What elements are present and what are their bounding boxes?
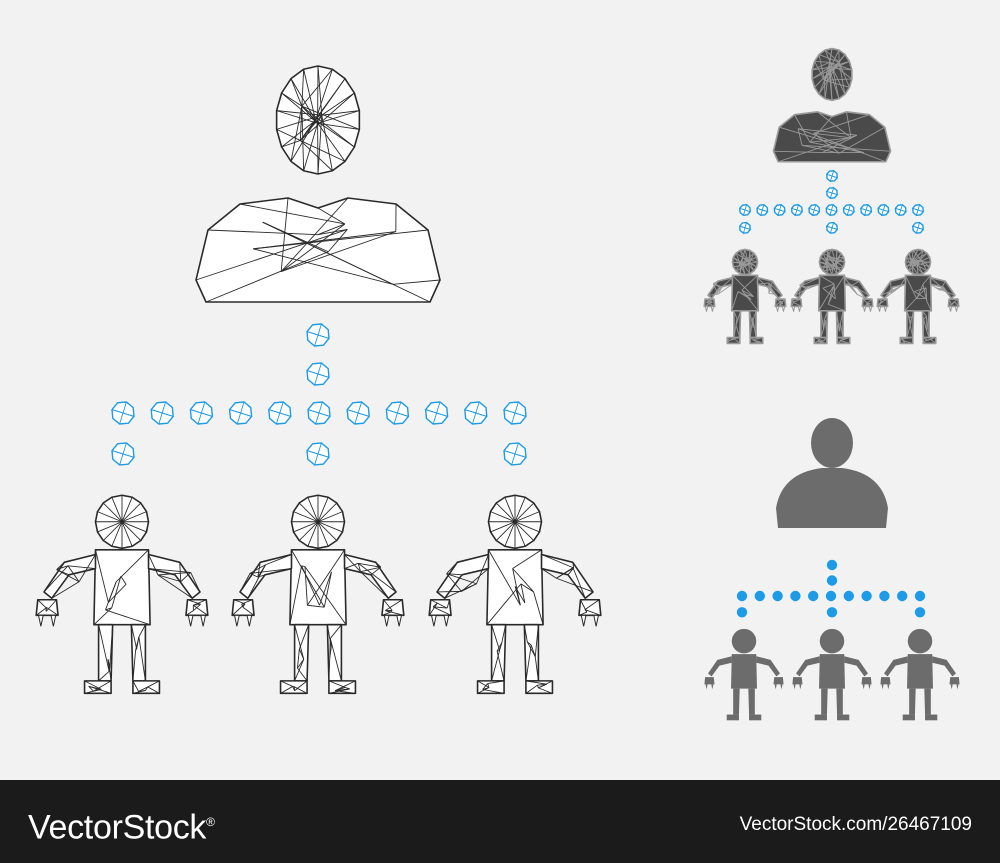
- artwork-canvas: [0, 0, 1000, 780]
- registered-mark: ®: [206, 815, 215, 829]
- mosaic-icon: [703, 47, 960, 345]
- artwork-svg: [35, 47, 960, 721]
- mesh-icon: [35, 65, 602, 695]
- watermark-bar: VectorStock® VectorStock.com/26467109: [0, 780, 1000, 863]
- brand-logo: VectorStock®: [28, 802, 215, 846]
- brand-name: VectorStock: [28, 808, 207, 847]
- flat-icon: [704, 418, 960, 721]
- stock-id: VectorStock.com/26467109: [739, 814, 972, 835]
